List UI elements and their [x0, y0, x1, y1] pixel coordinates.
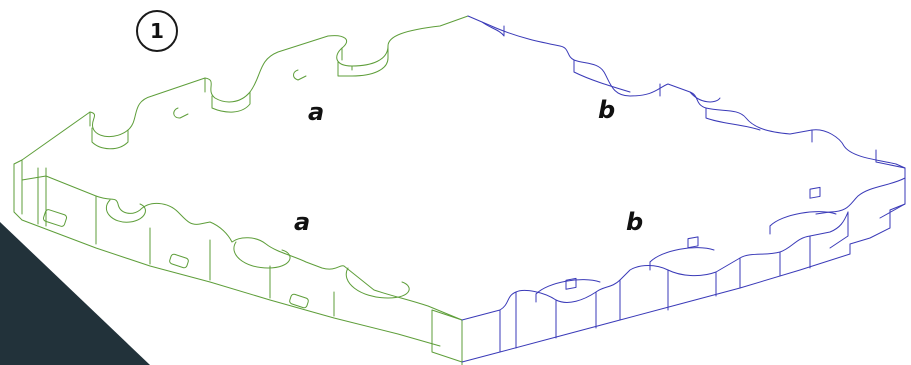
- label-green-back: a: [308, 98, 325, 126]
- label-blue-front: b: [626, 208, 644, 236]
- label-green-front: a: [294, 208, 311, 236]
- label-blue-back: b: [598, 96, 616, 124]
- green-half: [13, 15, 469, 365]
- blue-half: [461, 15, 906, 363]
- step-number-badge: 1: [136, 10, 178, 52]
